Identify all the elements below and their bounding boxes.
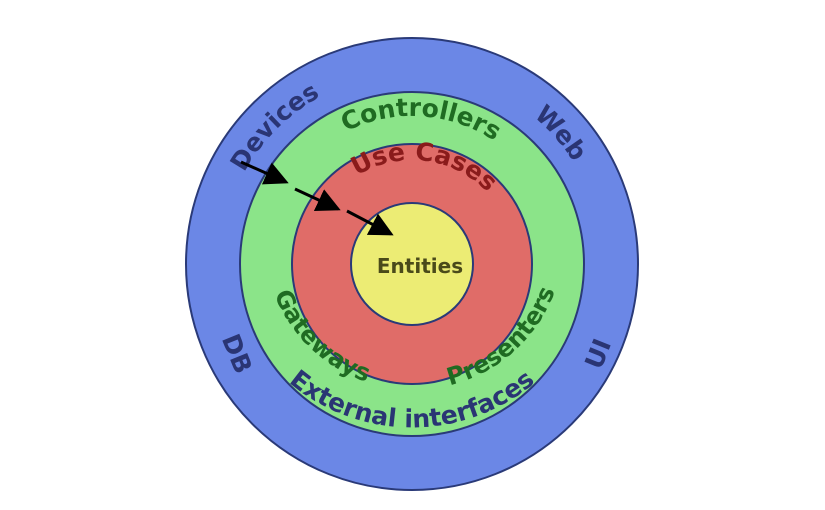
- dependency-arrow-outer: [240, 160, 289, 185]
- dependency-arrow-inner: [346, 209, 394, 236]
- dependency-arrow-middle: [294, 187, 341, 212]
- label-entities: Entities: [377, 254, 463, 278]
